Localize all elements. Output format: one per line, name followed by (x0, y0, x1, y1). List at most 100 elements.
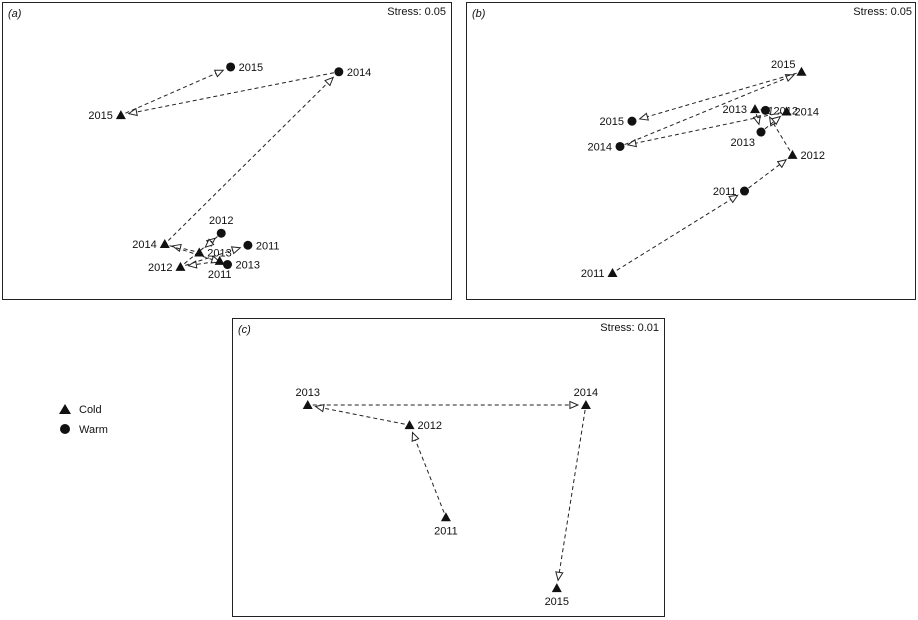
cold-point-marker (302, 400, 313, 409)
cold-point-marker (440, 512, 451, 522)
warm-point-marker (761, 105, 770, 115)
warm-point-marker (226, 62, 236, 72)
trajectory-arrowhead (324, 76, 335, 87)
warm-point-marker (216, 228, 226, 238)
trajectory-line (185, 249, 234, 266)
panel-b-points: 2011 2012 2013 2014 2015 2011 2012 2013 2014 2015 (581, 59, 825, 280)
legend-cold-label: Cold (79, 404, 102, 416)
year-label: 2011 (581, 268, 605, 280)
trajectory-arrowhead (127, 107, 138, 117)
cold-point-marker (750, 104, 760, 114)
warm-point-marker (334, 67, 344, 77)
panel-b-arrows (616, 72, 797, 271)
trajectory-line (169, 245, 214, 261)
trajectory-line (125, 72, 218, 114)
cold-point-marker (796, 66, 807, 76)
trajectory-arrowhead (626, 138, 638, 148)
panel-a-arrows (125, 69, 335, 269)
year-label: 2012 (801, 150, 825, 162)
trajectory-line (558, 409, 586, 574)
legend-circle-marker (60, 424, 70, 434)
legend-triangle-marker (59, 404, 71, 414)
year-label: 2012 (148, 262, 172, 274)
year-label: 2014 (132, 239, 156, 251)
cold-point-marker (175, 261, 186, 271)
trajectory-arrowhead (728, 194, 739, 204)
warm-point-marker (243, 240, 253, 250)
trajectory-arrowhead (569, 400, 580, 410)
trajectory-arrowhead (555, 571, 564, 582)
year-label: 2012 (418, 420, 442, 432)
panel-a-label: (a) (8, 8, 22, 20)
cold-point-marker (607, 267, 618, 277)
year-label: 2013 (723, 104, 747, 116)
trajectory-line (322, 407, 405, 425)
panel-b-label: (b) (472, 8, 486, 20)
panel-c-label: (c) (238, 324, 251, 336)
year-label: 2011 (713, 186, 737, 198)
year-label: 2011 (256, 240, 280, 252)
trajectory-arrowhead (314, 404, 325, 413)
panel-a-frame (2, 2, 452, 300)
panel-c: (c) Stress: 0.01 2011 2012 2013 2014 2015 (232, 318, 665, 617)
year-label: 2015 (545, 596, 569, 608)
warm-point-marker (740, 186, 749, 196)
panel-c-frame (232, 318, 665, 617)
cold-point-marker (580, 400, 591, 409)
trajectory-line (414, 438, 445, 513)
year-label: 2014 (588, 141, 612, 153)
panel-c-stress: Stress: 0.01 (600, 322, 659, 334)
year-label: 2012 (774, 105, 798, 117)
trajectory-arrowhead (776, 158, 788, 169)
year-label: 2015 (239, 62, 263, 74)
warm-point-marker (627, 116, 637, 126)
cold-point-marker (787, 149, 798, 159)
year-label: 2013 (731, 137, 755, 149)
year-label: 2012 (209, 215, 233, 227)
trajectory-arrowhead (411, 431, 420, 443)
year-label: 2014 (347, 67, 371, 79)
trajectory-arrowhead (770, 115, 782, 126)
panel-c-arrows (312, 400, 586, 582)
trajectory-line (646, 72, 797, 118)
legend-warm-label: Warm (79, 424, 108, 436)
trajectory-line (167, 81, 329, 241)
year-label: 2013 (295, 387, 319, 399)
panel-a: (a) Stress: 0.05 20112012201320142015201… (2, 2, 452, 300)
trajectory-line (764, 120, 776, 130)
panel-a-stress: Stress: 0.05 (387, 6, 446, 18)
year-label: 2015 (771, 59, 795, 71)
cold-point-marker (194, 247, 205, 257)
trajectory-arrowhead (213, 69, 225, 78)
trajectory-line (624, 77, 788, 146)
trajectory-line (210, 236, 218, 243)
trajectory-arrowhead (204, 238, 215, 249)
year-label: 2011 (434, 525, 458, 537)
year-label: 2011 (208, 269, 232, 281)
trajectory-line (179, 247, 195, 252)
warm-point-marker (223, 260, 232, 270)
year-label: 2015 (88, 110, 112, 122)
panel-b-frame (466, 2, 916, 300)
cold-point-marker (159, 239, 170, 249)
cold-point-marker (781, 106, 792, 116)
cold-point-marker (404, 420, 415, 430)
trajectory-arrowhead (230, 246, 242, 255)
panel-c-points: 2011 2012 2013 2014 2015 (295, 387, 598, 608)
cold-point-marker (115, 110, 126, 120)
panel-b-stress: Stress: 0.05 (853, 6, 912, 18)
trajectory-line (135, 72, 335, 113)
year-label: 2014 (574, 387, 598, 399)
cold-point-marker (551, 583, 562, 593)
cold-point-marker (214, 255, 225, 265)
year-label: 2013 (236, 260, 260, 272)
panel-a-points: 2011 2012 2013 2014 2015 2011 2012 2013 2014 2015 (88, 62, 371, 281)
legend: Cold Warm (59, 404, 108, 436)
year-label: 2014 (795, 107, 819, 119)
year-label: 2013 (207, 247, 231, 259)
warm-point-marker (615, 141, 625, 151)
year-label: 2015 (600, 116, 624, 128)
trajectory-line (616, 198, 733, 271)
